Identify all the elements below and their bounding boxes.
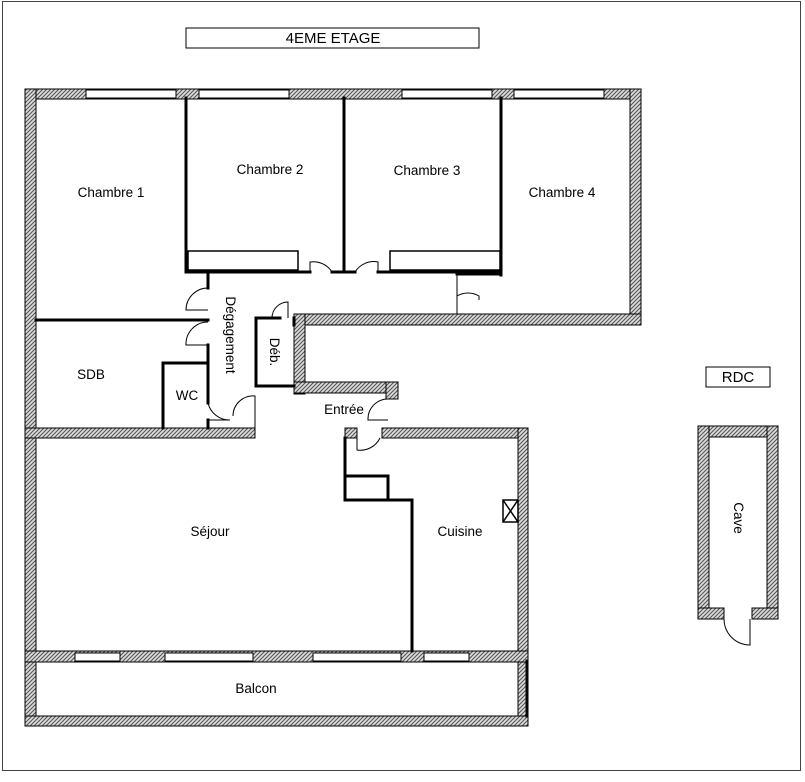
label-degagement: Dégagement [223,296,238,374]
label-wc: WC [176,388,199,403]
doors [185,261,751,646]
floor-title-box [185,27,480,49]
label-debarras: Déb. [267,338,282,367]
label-balcon: Balcon [235,681,276,696]
label-entree: Entrée [324,402,364,417]
label-chambre-1: Chambre 1 [78,185,145,200]
floor-title: 4EME ETAGE [286,30,381,47]
label-chambre-4: Chambre 4 [529,185,596,200]
windows [74,89,605,662]
room-labels: Chambre 1 Chambre 2 Chambre 3 Chambre 4 … [77,162,746,696]
label-sdb: SDB [77,367,105,382]
label-cave: Cave [731,502,746,534]
annex-title-box [705,366,771,388]
page-frame [2,1,801,771]
label-chambre-3: Chambre 3 [394,163,461,178]
label-chambre-2: Chambre 2 [237,162,304,177]
structural-walls [24,88,779,727]
partitions [34,96,529,718]
label-cuisine: Cuisine [437,524,482,539]
label-sejour: Séjour [190,524,230,539]
built-in-furniture [187,250,519,523]
annex-title: RDC [722,369,755,386]
